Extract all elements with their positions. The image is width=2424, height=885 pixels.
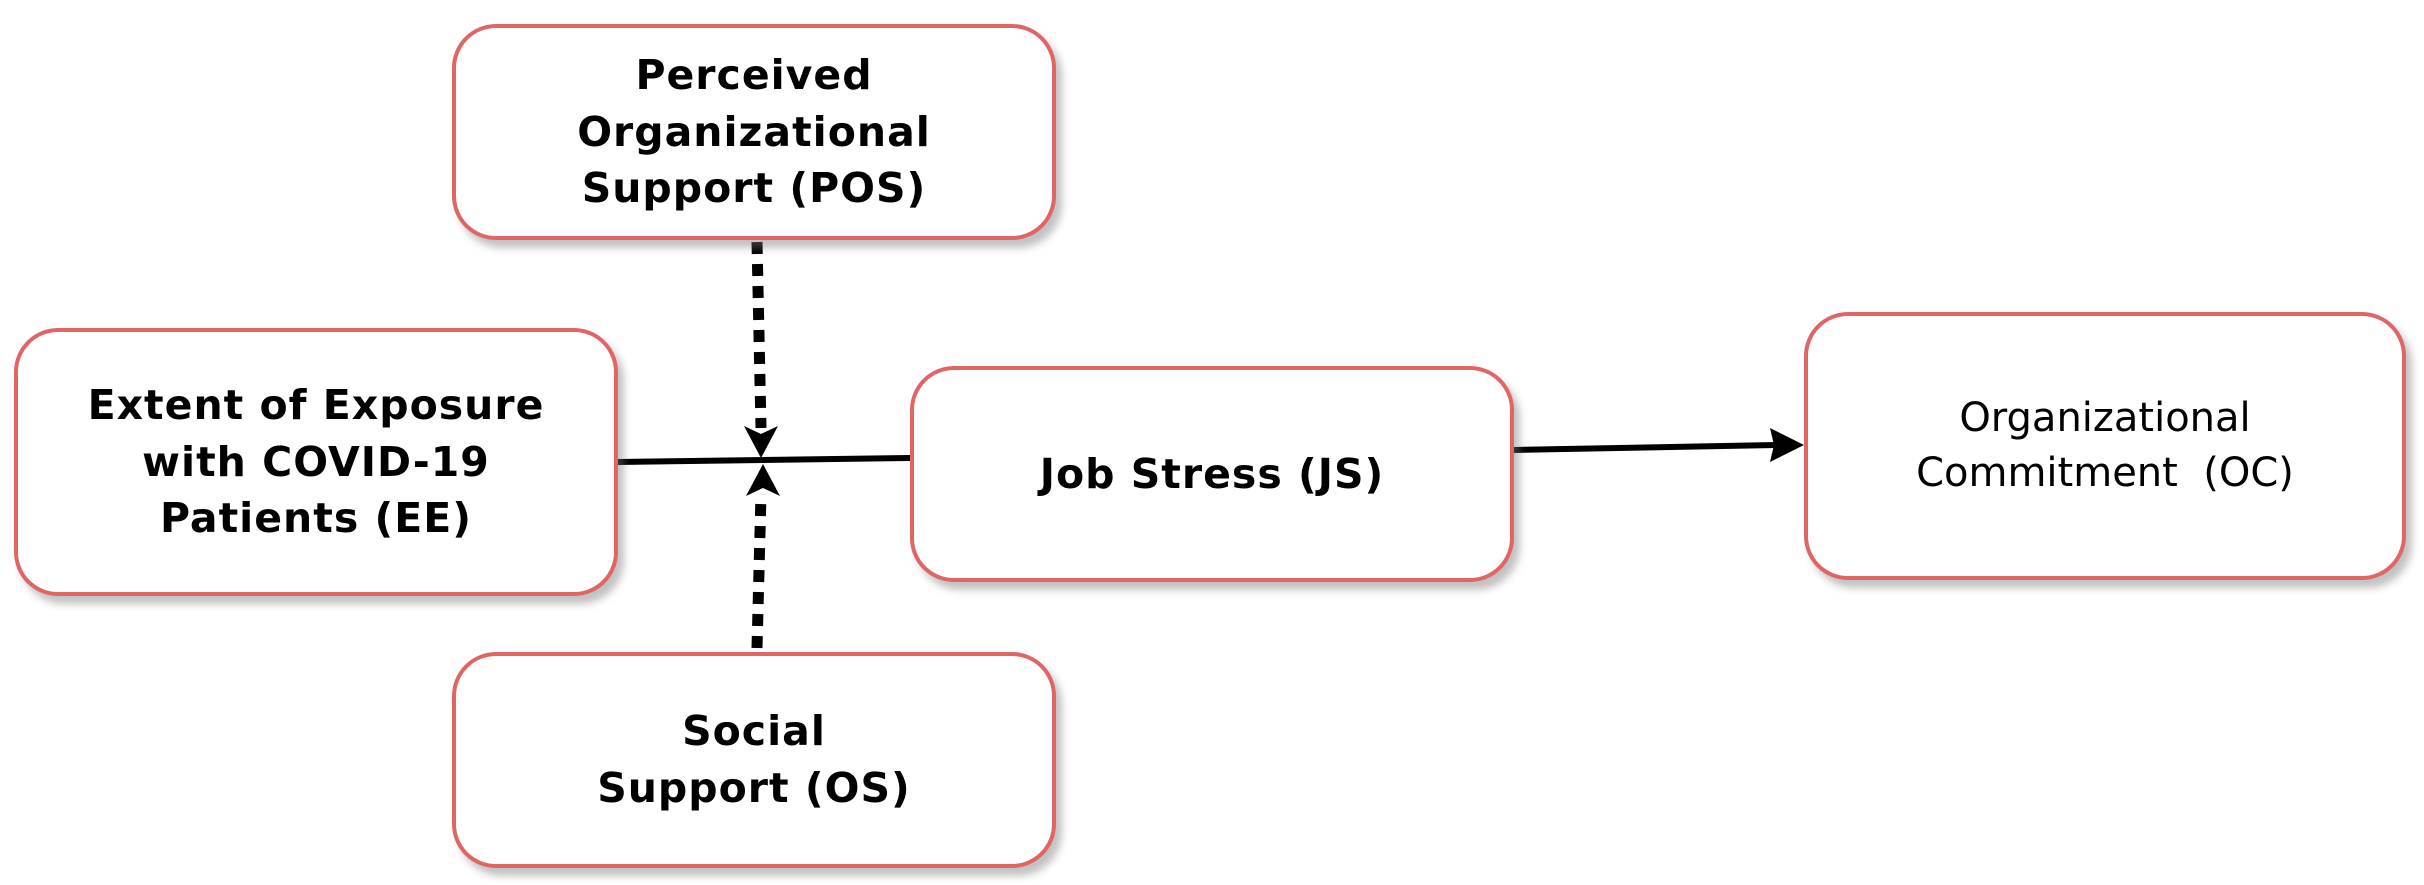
edge-ss-to-link (751, 493, 767, 649)
node-ss-label: Social Support (OS) (597, 703, 911, 816)
edge-ee-to-js (617, 455, 911, 465)
edge-pos-to-link (751, 241, 767, 429)
node-ee-line-2: with COVID-19 (142, 437, 490, 486)
node-perceived-organizational-support[interactable]: Perceived Organizational Support (POS) (452, 24, 1056, 240)
node-ss-line-2: Support (OS) (597, 764, 911, 812)
node-job-stress[interactable]: Job Stress (JS) (910, 366, 1514, 582)
node-organizational-commitment[interactable]: Organizational Commitment (OC) (1804, 312, 2406, 580)
edge-js-to-oc (1513, 442, 1777, 453)
node-ee-line-3: Patients (EE) (159, 494, 473, 543)
node-pos-label: Perceived Organizational Support (POS) (577, 47, 931, 217)
node-ee-line-1: Extent of Exposure (87, 381, 545, 430)
node-oc-label: Organizational Commitment (OC) (1916, 391, 2294, 501)
node-ee-label: Extent of Exposure with COVID-19 Patient… (88, 377, 545, 547)
node-pos-line-1: Perceived (635, 51, 873, 100)
arrowhead-ss-to-link (746, 464, 780, 496)
node-social-support[interactable]: Social Support (OS) (452, 652, 1056, 868)
node-oc-line-2: Commitment (OC) (1916, 450, 2294, 496)
node-js-line-1: Job Stress (JS) (1039, 449, 1385, 498)
node-extent-of-exposure[interactable]: Extent of Exposure with COVID-19 Patient… (14, 328, 618, 596)
node-pos-line-3: Support (POS) (581, 164, 927, 213)
node-js-label: Job Stress (JS) (1040, 446, 1385, 503)
node-pos-line-2: Organizational (577, 107, 931, 156)
node-ss-line-1: Social (682, 707, 826, 756)
arrowhead-pos-to-link (744, 426, 778, 458)
arrowhead-js-to-oc (1770, 428, 1804, 462)
node-oc-line-1: Organizational (1959, 394, 2251, 441)
